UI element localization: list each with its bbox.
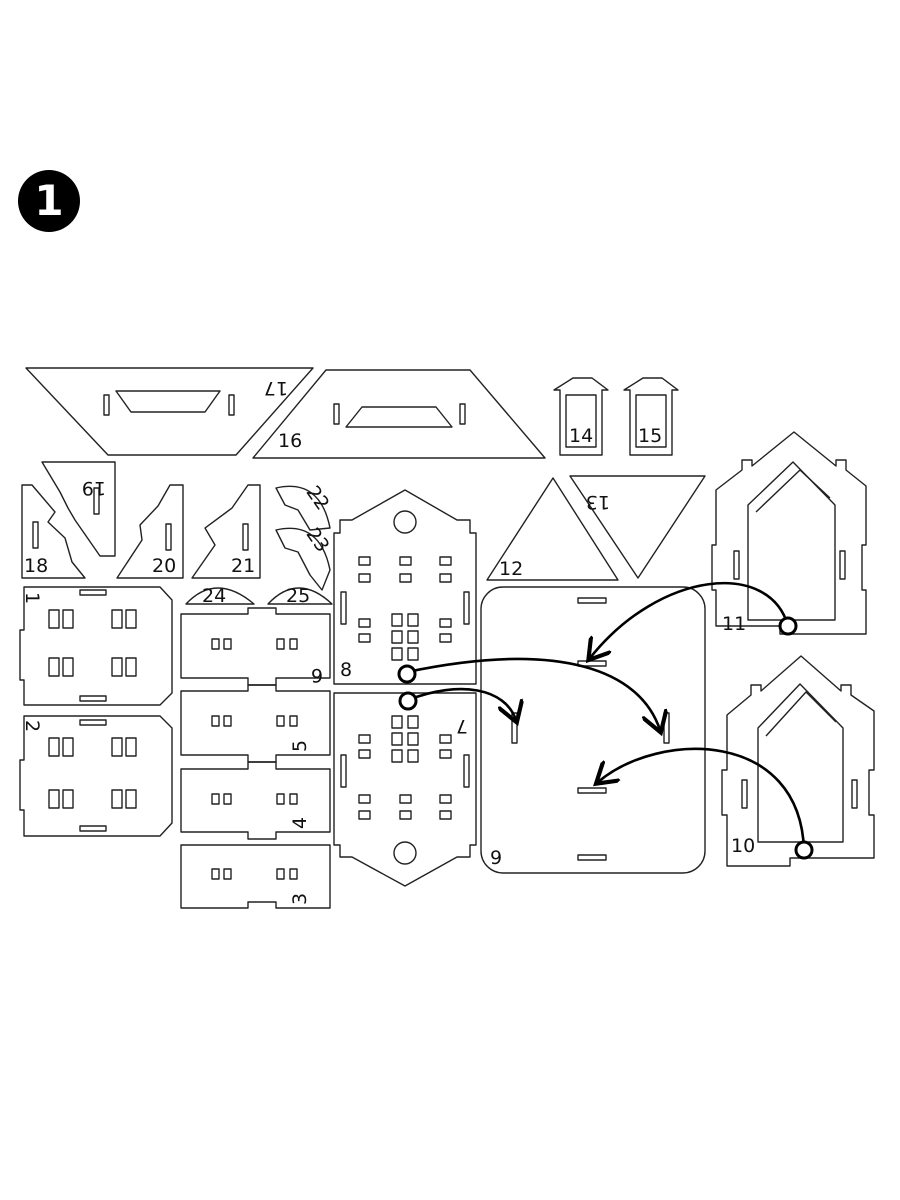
part-label-12: 12 (499, 558, 523, 580)
part-label-3: 3 (289, 893, 311, 905)
part-label-11: 11 (722, 613, 746, 635)
part-label-18: 18 (24, 555, 48, 577)
part-14: 14 (553, 377, 609, 456)
part-4: 4 (180, 761, 331, 840)
part-label-6: 6 (311, 664, 323, 686)
part-10: 10 (721, 655, 875, 867)
part-label-15: 15 (638, 425, 662, 447)
part-24: 24 (185, 585, 255, 607)
part-label-1: 1 (21, 592, 43, 604)
part-7: 7 (333, 692, 477, 887)
connection-point-8 (397, 664, 417, 684)
part-label-25: 25 (286, 585, 310, 607)
part-label-14: 14 (569, 425, 593, 447)
part-12: 12 (486, 477, 619, 581)
part-label-9: 9 (490, 847, 502, 869)
part-1: 1 (19, 586, 173, 706)
part-label-17: 17 (264, 377, 288, 399)
part-18: 18 (21, 484, 86, 579)
part-label-24: 24 (202, 585, 226, 607)
part-label-5: 5 (289, 740, 311, 752)
part-label-13: 13 (586, 491, 610, 513)
step-number-badge: 1 (18, 170, 80, 232)
part-label-4: 4 (289, 817, 311, 829)
part-8: 8 (333, 489, 477, 685)
part-5: 5 (180, 684, 331, 763)
part-label-16: 16 (278, 430, 302, 452)
part-label-10: 10 (731, 835, 755, 857)
part-20: 20 (116, 484, 184, 579)
part-6: 6 (180, 607, 331, 686)
part-label-19: 19 (82, 477, 106, 499)
part-11: 11 (711, 431, 867, 635)
part-23: 23 (275, 524, 333, 591)
arrow-8-to-9 (406, 657, 660, 730)
arrow-7-to-9 (407, 687, 516, 720)
connection-point-10 (794, 840, 814, 860)
arrow-10-to-9 (598, 747, 806, 851)
connection-point-7 (398, 691, 418, 711)
part-label-22: 22 (302, 482, 334, 514)
part-19: 19 (41, 461, 116, 557)
part-13: 13 (569, 475, 706, 579)
part-label-8: 8 (340, 659, 352, 681)
arrow-11-to-9 (590, 581, 790, 658)
part-21: 21 (191, 484, 261, 579)
part-label-7: 7 (456, 715, 468, 737)
part-25: 25 (267, 585, 333, 607)
part-label-20: 20 (152, 555, 176, 577)
part-17: 17 (25, 367, 314, 456)
part-22: 22 (275, 482, 334, 531)
connection-point-11 (778, 616, 798, 636)
part-label-2: 2 (21, 720, 43, 732)
part-label-21: 21 (231, 555, 255, 577)
assembly-arrows (397, 581, 814, 860)
part-9: 9 (480, 586, 706, 874)
part-2: 2 (19, 715, 173, 837)
part-3: 3 (180, 844, 331, 909)
part-16: 16 (252, 369, 546, 459)
part-15: 15 (623, 377, 679, 456)
